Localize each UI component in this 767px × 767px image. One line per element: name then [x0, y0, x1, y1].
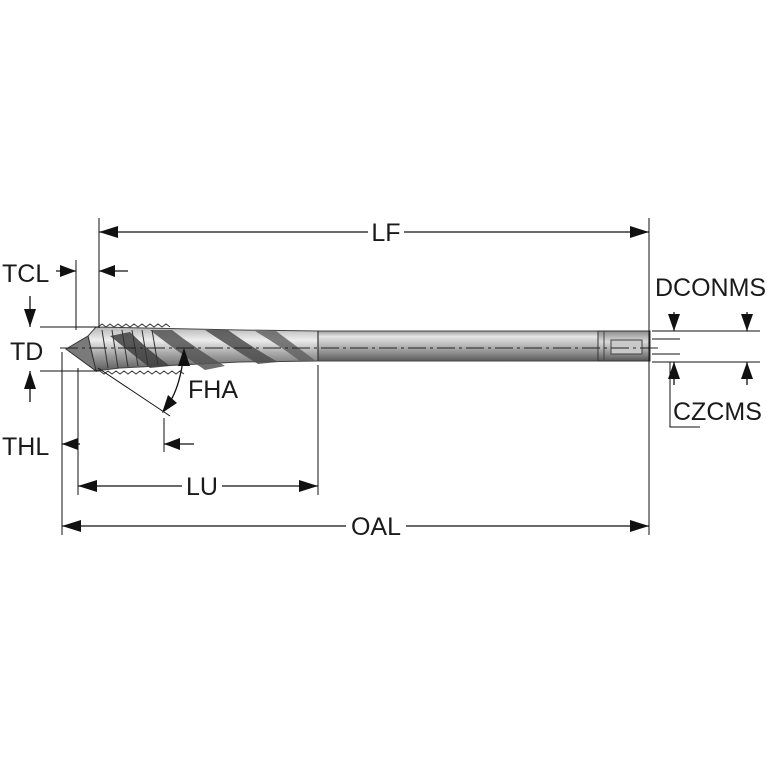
label-fha: FHA	[188, 376, 238, 404]
dimension-td: TD	[10, 296, 43, 402]
dimension-tcl: TCL	[2, 260, 128, 288]
dimension-dconms: DCONMS	[655, 274, 766, 331]
dimension-czcms: CZCMS	[668, 362, 762, 426]
label-tcl: TCL	[2, 260, 49, 288]
dimension-lf: LF	[99, 219, 649, 247]
tap-tip	[65, 335, 97, 373]
label-thl: THL	[2, 433, 49, 461]
tap-shank	[317, 330, 601, 362]
label-dconms: DCONMS	[655, 274, 766, 302]
extension-lines	[40, 218, 760, 535]
dimension-oal: OAL	[62, 513, 649, 541]
label-lf: LF	[371, 219, 400, 247]
label-lu: LU	[186, 473, 218, 501]
label-td: TD	[10, 338, 43, 366]
dimension-fha: FHA	[97, 348, 238, 417]
label-czcms: CZCMS	[673, 398, 762, 426]
dimension-lu: LU	[78, 473, 318, 501]
tap-tool	[65, 323, 651, 375]
label-oal: OAL	[351, 513, 401, 541]
dimension-thl: THL	[2, 433, 194, 461]
